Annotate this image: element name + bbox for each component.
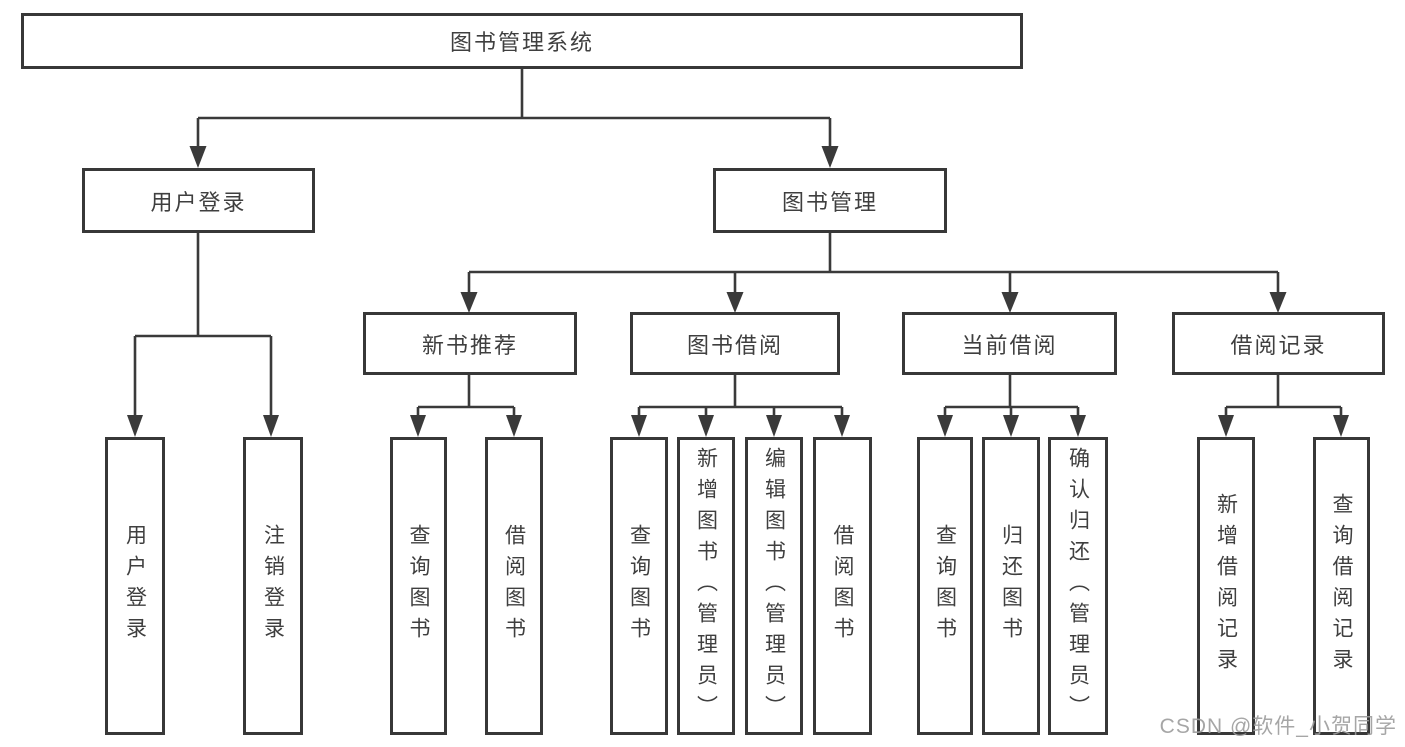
node-label: 图书借阅 bbox=[686, 332, 783, 358]
node-leaf-edit-book-admin: 编辑图书（管理员） bbox=[745, 437, 803, 735]
node-label: 用户登录 bbox=[123, 524, 147, 648]
node-label: 当前借阅 bbox=[961, 332, 1058, 358]
node-label: 注销登录 bbox=[261, 524, 285, 648]
node-label: 借阅记录 bbox=[1230, 332, 1327, 358]
node-leaf-logout: 注销登录 bbox=[243, 437, 303, 735]
node-borrow-record: 借阅记录 bbox=[1172, 312, 1385, 375]
node-leaf-query-book-1: 查询图书 bbox=[390, 437, 447, 735]
node-label: 归还图书 bbox=[999, 524, 1023, 648]
node-label: 编辑图书（管理员） bbox=[762, 446, 786, 726]
node-new-book-recommend: 新书推荐 bbox=[363, 312, 577, 375]
node-leaf-add-book-admin: 新增图书（管理员） bbox=[677, 437, 735, 735]
node-root-system: 图书管理系统 bbox=[21, 13, 1023, 69]
node-leaf-query-borrow-record: 查询借阅记录 bbox=[1313, 437, 1370, 735]
node-label: 查询借阅记录 bbox=[1330, 493, 1353, 679]
node-leaf-query-book-2: 查询图书 bbox=[610, 437, 668, 735]
node-leaf-return-book: 归还图书 bbox=[982, 437, 1040, 735]
node-leaf-borrow-book-1: 借阅图书 bbox=[485, 437, 543, 735]
node-user-login: 用户登录 bbox=[82, 168, 315, 233]
watermark: CSDN @软件_小贺同学 bbox=[1159, 715, 1397, 738]
node-label: 查询图书 bbox=[627, 524, 651, 648]
node-leaf-query-book-3: 查询图书 bbox=[917, 437, 973, 735]
node-leaf-user-login: 用户登录 bbox=[105, 437, 165, 735]
node-book-mgmt: 图书管理 bbox=[713, 168, 947, 233]
node-label: 借阅图书 bbox=[502, 524, 526, 648]
node-label: 查询图书 bbox=[933, 524, 957, 648]
node-label: 确认归还（管理员） bbox=[1066, 446, 1090, 726]
node-label: 用户登录 bbox=[150, 189, 247, 215]
node-leaf-confirm-return-admin: 确认归还（管理员） bbox=[1048, 437, 1108, 735]
node-label: 查询图书 bbox=[407, 524, 430, 648]
node-leaf-add-borrow-record: 新增借阅记录 bbox=[1197, 437, 1255, 735]
node-leaf-borrow-book-2: 借阅图书 bbox=[813, 437, 872, 735]
node-label: 新增借阅记录 bbox=[1214, 493, 1238, 679]
node-root-label: 图书管理系统 bbox=[449, 30, 594, 55]
node-label: 图书管理 bbox=[781, 189, 878, 215]
node-book-borrow: 图书借阅 bbox=[630, 312, 840, 375]
node-label: 新书推荐 bbox=[421, 332, 518, 358]
node-label: 借阅图书 bbox=[831, 524, 854, 648]
node-current-borrow: 当前借阅 bbox=[902, 312, 1117, 375]
node-label: 新增图书（管理员） bbox=[694, 446, 718, 726]
